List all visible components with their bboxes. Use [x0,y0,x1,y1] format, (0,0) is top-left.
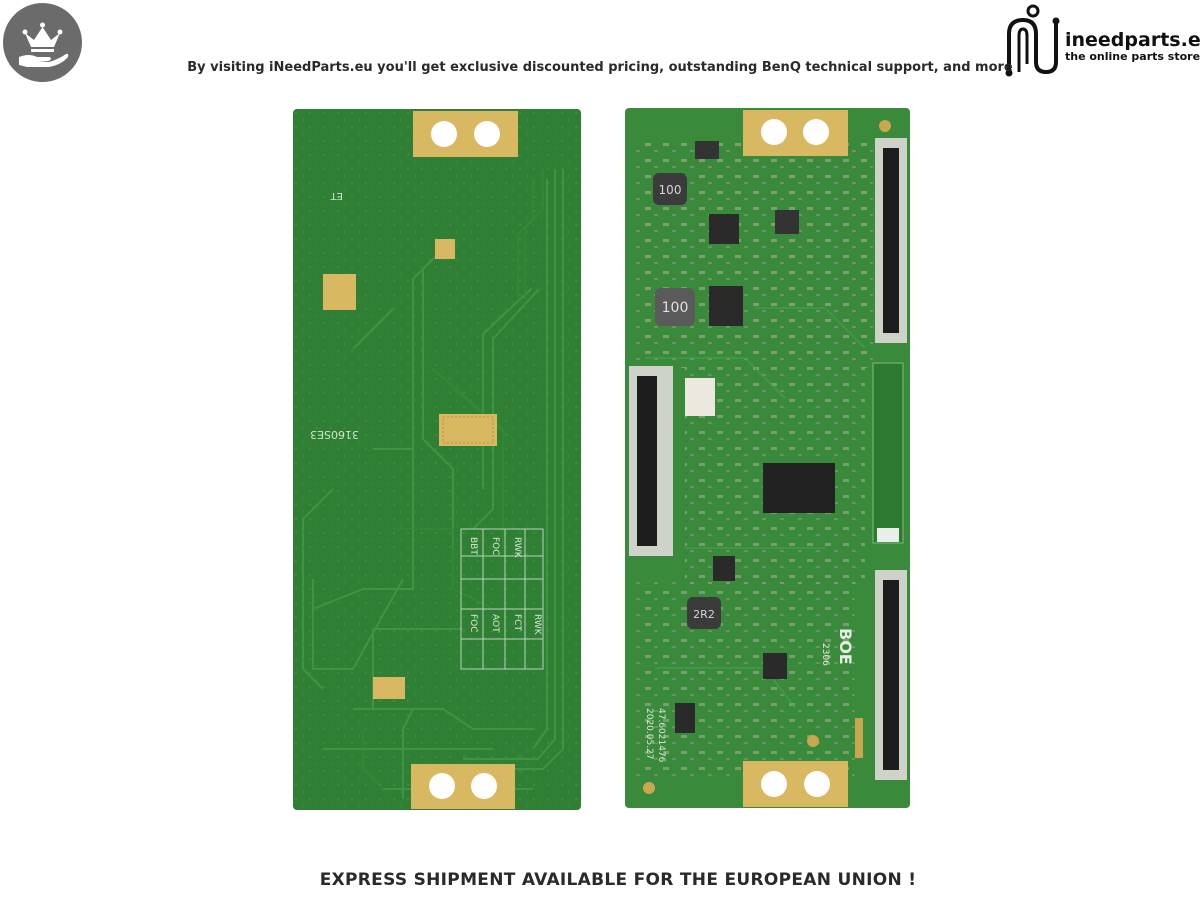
ineedparts-logo[interactable]: ineedparts.eu the online parts store [1003,2,1200,78]
model-code: 2306 [820,643,830,666]
pcb-front-photo: 100 100 2R2 BOE 2306 2020.05.27 47.60214… [625,108,910,808]
circuit-n-icon [1005,4,1060,77]
date-code: 2020.05.27 [644,708,654,760]
table-cell: BBT [468,537,478,555]
silkscreen-code: 3160SE3 [310,428,359,441]
express-shipment-banner: EXPRESS SHIPMENT AVAILABLE FOR THE EUROP… [319,870,917,890]
crown-icon [19,22,69,67]
inductor-label: 100 [662,300,689,316]
table-cell: FOC [490,537,500,556]
pcb-back-photo: ET 3160SE3 RWK FOC BBT RWK FCT AOT FOC [293,109,581,810]
promo-banner-text: By visiting iNeedParts.eu you'll get exc… [187,60,1013,75]
inductor-label: 2R2 [693,608,715,621]
table-cell: RWK [512,537,522,559]
table-cell: RWK [532,614,542,636]
table-cell: FOC [468,614,478,633]
silkscreen-et: ET [330,190,343,201]
inductor-label: 100 [659,183,682,197]
table-cell: AOT [490,614,500,633]
part-number: 47.6021476 [656,708,666,763]
brand-name: ineedparts.eu [1065,29,1200,51]
boe-logo-text: BOE [836,628,855,665]
brand-tagline: the online parts store [1065,50,1200,63]
crown-hand-logo [3,3,82,82]
table-cell: FCT [512,614,522,631]
